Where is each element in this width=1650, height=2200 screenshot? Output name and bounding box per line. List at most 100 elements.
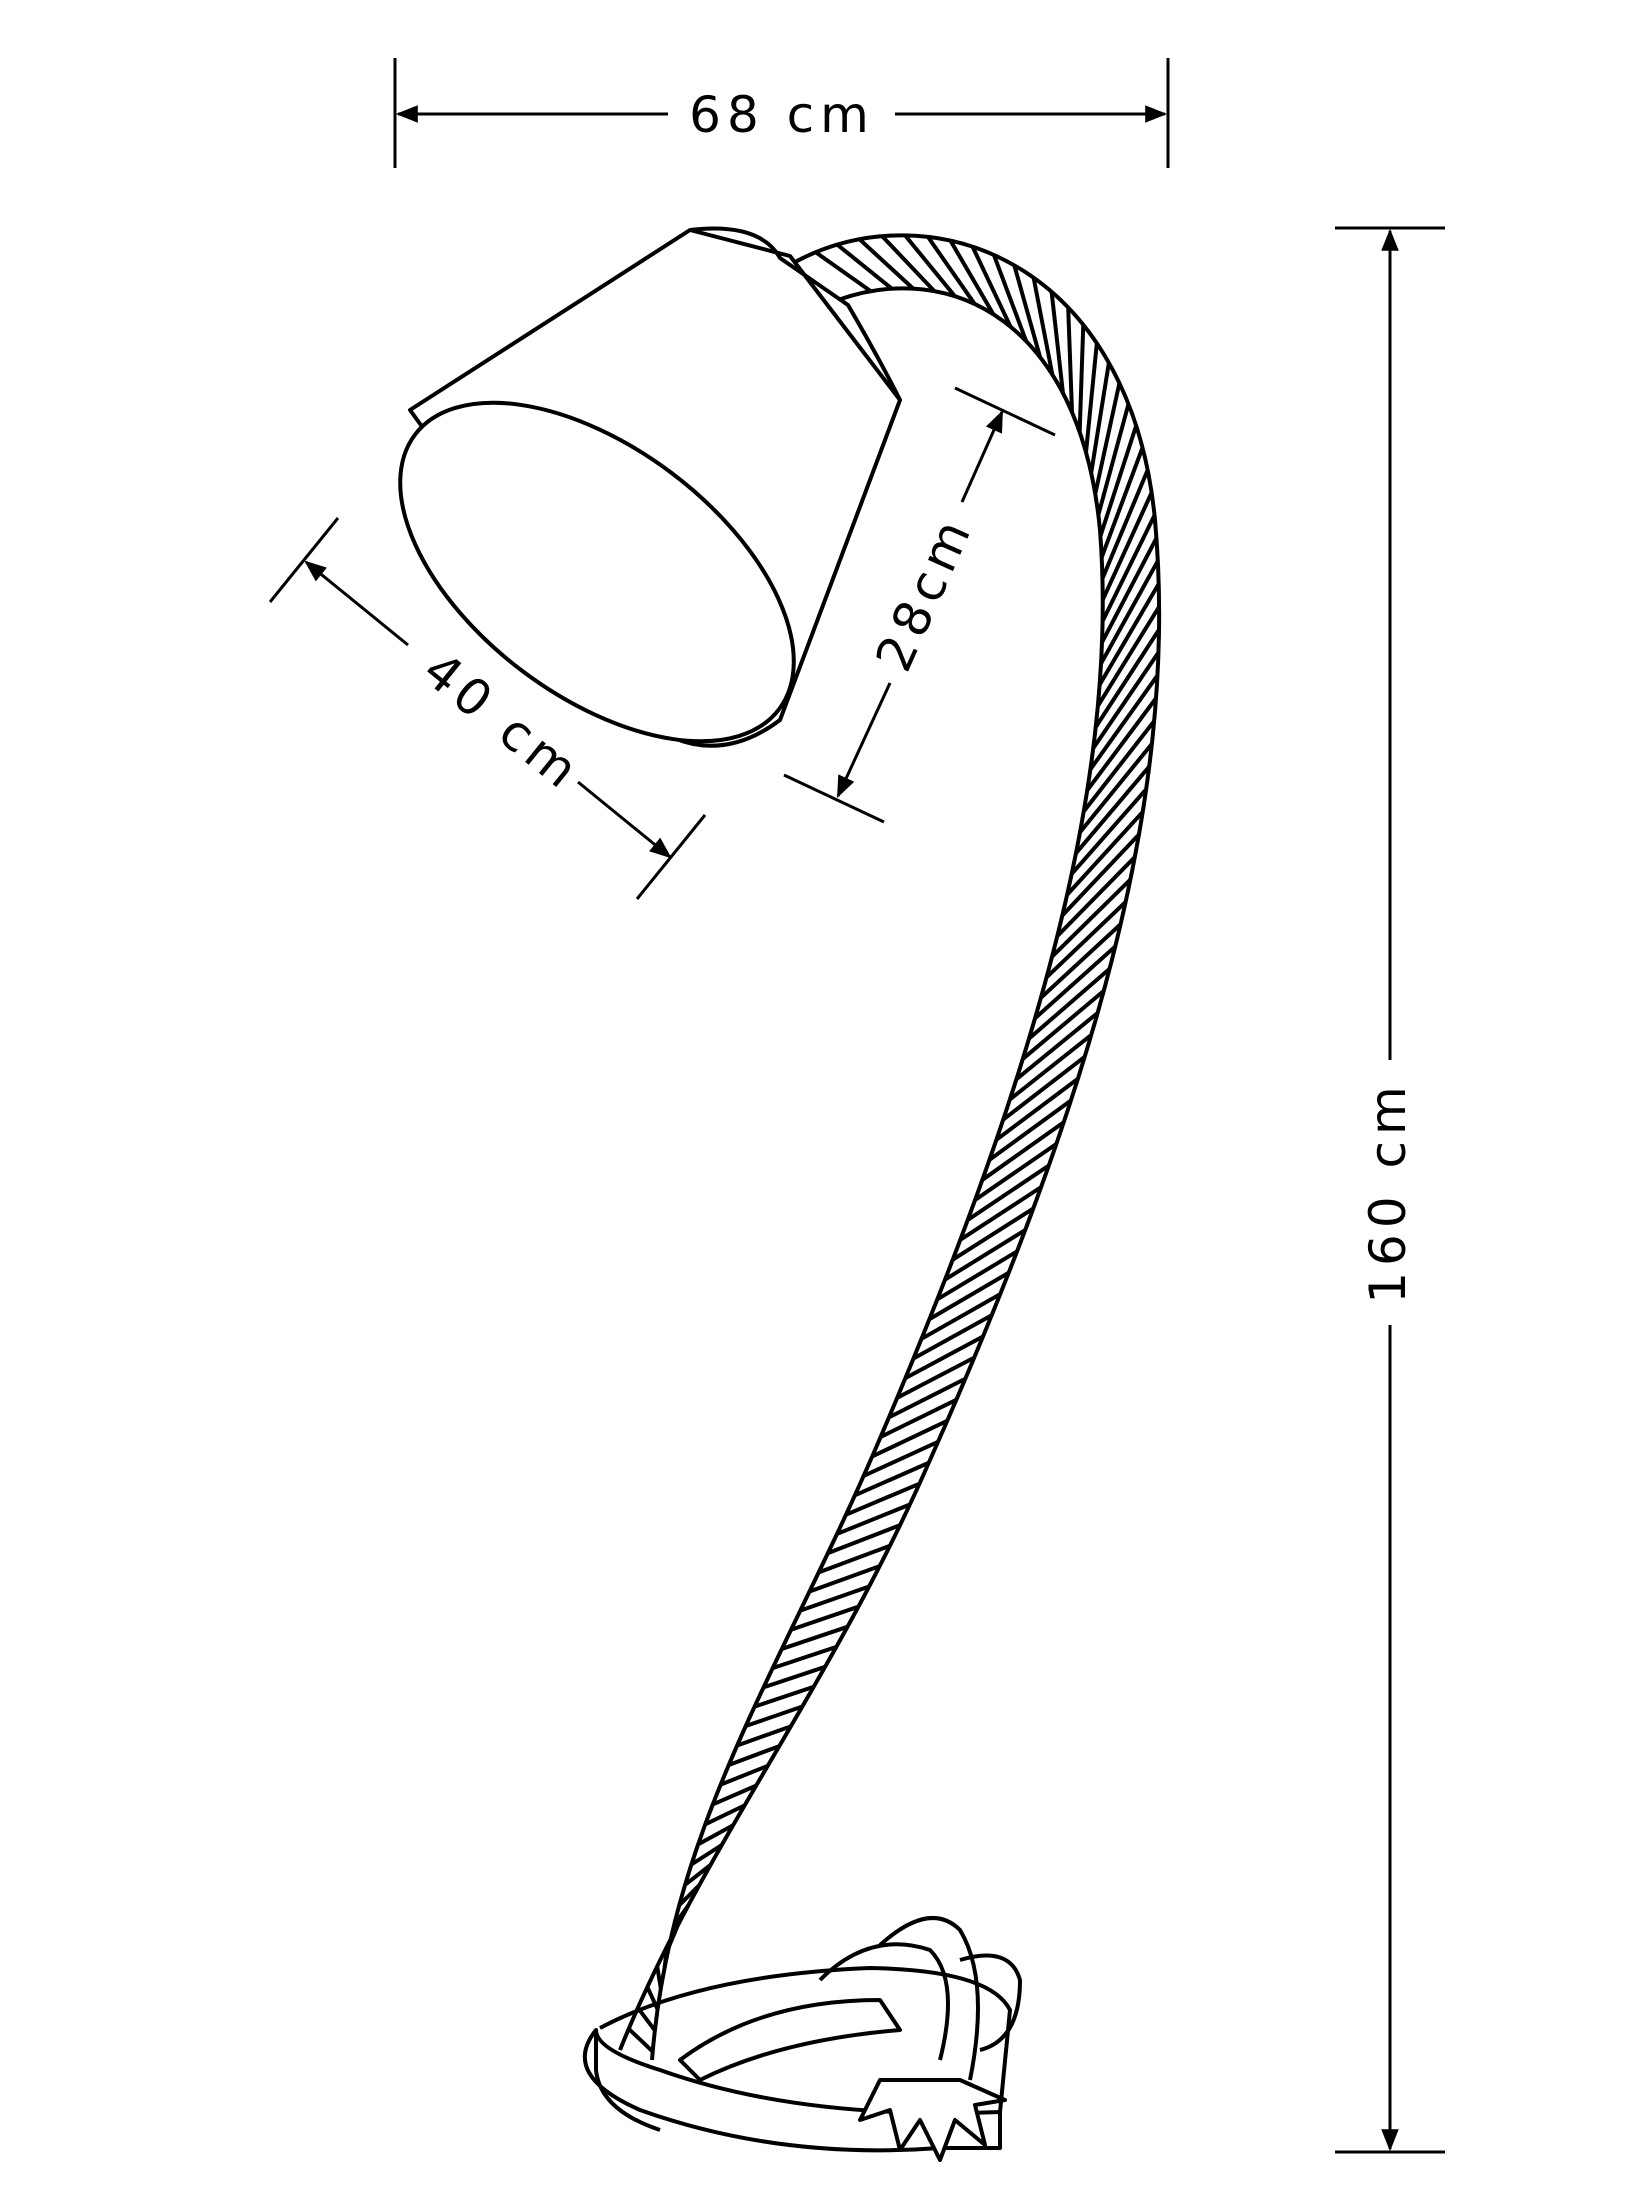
rope-stripe	[951, 1206, 1035, 1262]
rope-arm	[618, 233, 1162, 2061]
rope-stripe	[879, 1398, 958, 1439]
rope-stripe	[1074, 765, 1151, 855]
rope-stripe	[1070, 787, 1148, 876]
rope-stripe	[1008, 1033, 1093, 1102]
rope-stripe	[836, 243, 894, 291]
rope-stripe	[970, 245, 1013, 328]
rope-stripe	[814, 250, 872, 293]
height-label: 160 cm	[1359, 1080, 1417, 1304]
rope-stripe	[655, 1965, 663, 1989]
rope-stripe	[1050, 878, 1132, 959]
lamp-base	[582, 1916, 1022, 2162]
rope-stripe	[995, 1077, 1080, 1142]
rope-stripe	[959, 1185, 1043, 1242]
rope-stripe	[1078, 742, 1154, 834]
rope-stripe	[904, 1334, 984, 1380]
rope-stripe	[920, 1292, 1002, 1341]
rope-stripe	[912, 1313, 993, 1361]
width-label: 68 cm	[689, 86, 875, 144]
rope-stripe	[1065, 810, 1145, 897]
rope-stripe	[704, 1803, 746, 1827]
lamp-shade	[398, 226, 902, 748]
rope-stripe	[1100, 469, 1150, 580]
rope-stripe	[1045, 900, 1128, 979]
rope-stripe	[1099, 447, 1145, 558]
rope-stripe	[903, 234, 957, 298]
rope-stripe	[1096, 403, 1131, 516]
rope-stripe	[854, 1460, 930, 1498]
rope-stripe	[711, 1783, 757, 1807]
rope-stripe	[1077, 324, 1086, 433]
rope-stripe	[1100, 491, 1154, 601]
rope-stripe	[1060, 833, 1141, 917]
rope-stripe	[936, 1249, 1019, 1302]
rope-stripe	[728, 1744, 781, 1767]
rope-stripe	[1055, 855, 1137, 938]
height-dimension	[1335, 226, 1445, 2154]
rope-stripe	[836, 1502, 911, 1536]
rope-stripe	[1049, 291, 1065, 394]
rope-stripe	[1089, 362, 1111, 474]
rope-stripe	[690, 1843, 723, 1867]
rope-stripe	[697, 1823, 735, 1847]
rope-stripe	[1088, 674, 1160, 771]
rope-stripe	[672, 1904, 691, 1927]
rope-stripe	[745, 1704, 804, 1728]
rope-stripe	[627, 2027, 655, 2053]
rope-stripe	[1100, 514, 1157, 622]
shade-diameter-dimension	[268, 517, 707, 900]
rope-stripe	[1066, 307, 1075, 413]
rope-stripe	[818, 1543, 891, 1575]
rope-stripe	[948, 239, 996, 316]
shade-height-dimension	[783, 386, 1056, 824]
rope-stripe	[667, 1924, 680, 1948]
rope-stripe	[896, 1355, 976, 1400]
shade-opening	[398, 400, 796, 744]
rope-stripe	[1084, 343, 1099, 453]
rope-stripe	[888, 1376, 967, 1420]
rope-stripe	[1033, 945, 1117, 1020]
rope-stripe	[973, 1142, 1058, 1202]
rope-stripe	[1091, 651, 1161, 750]
rope-stripe	[1085, 697, 1158, 792]
rope-stripe	[683, 1863, 712, 1887]
rope-stripe	[662, 1945, 670, 1968]
rope-stripe	[719, 1763, 769, 1787]
rope-stripe	[1098, 425, 1139, 537]
rope-stripe	[762, 1664, 826, 1690]
width-dimension	[393, 58, 1170, 168]
rope-stripe	[1031, 277, 1055, 375]
rope-stripe	[871, 1419, 949, 1459]
rope-stripe	[862, 1439, 939, 1478]
rope-stripe	[1001, 1055, 1086, 1122]
rope-stripe	[1015, 1011, 1099, 1081]
rope-stripe	[1082, 719, 1156, 813]
rope-stripe	[880, 234, 936, 293]
rope-stripe	[1021, 989, 1106, 1061]
rope-stripe	[827, 1523, 901, 1556]
rope-stripe	[926, 235, 977, 306]
rope-stripe	[1039, 922, 1122, 1000]
rope-stripe	[799, 1584, 870, 1613]
shade-height-label: 28cm	[865, 506, 985, 679]
rope-stripe	[981, 1120, 1065, 1182]
rope-stripe	[992, 254, 1029, 342]
rope-stripe	[845, 1481, 921, 1517]
rope-stripe	[966, 1163, 1050, 1222]
rope-stripe	[1027, 967, 1111, 1041]
rope-stripe	[1093, 382, 1122, 495]
rope-stripe	[736, 1724, 792, 1748]
rope-stripe	[1097, 582, 1161, 686]
rope-stripe	[677, 1883, 701, 1907]
rope-stripe	[1096, 605, 1161, 708]
rope-stripe	[1100, 537, 1159, 644]
rope-stripe	[771, 1644, 838, 1671]
rope-stripe	[790, 1604, 860, 1632]
rope-tassel	[858, 2078, 1007, 2162]
rope-twist-stripes	[627, 234, 1161, 2053]
rope-stripe	[808, 1564, 881, 1594]
rope-stripe	[858, 237, 915, 291]
rope-knot	[818, 1942, 950, 2061]
rope-stripe	[1094, 628, 1161, 729]
